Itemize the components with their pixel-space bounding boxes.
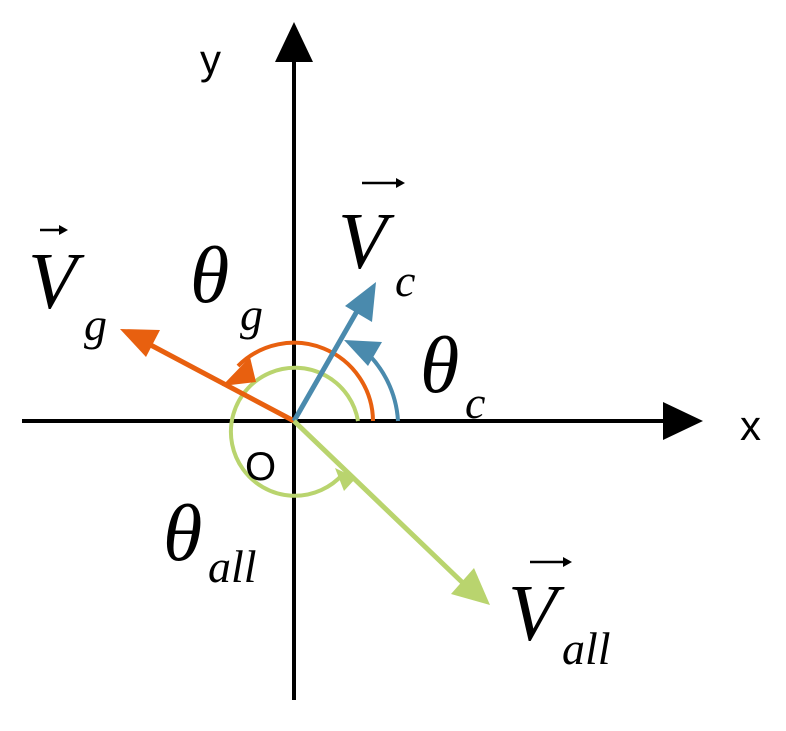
vector-all-subscript: all bbox=[562, 623, 611, 674]
y-axis-label: y bbox=[200, 36, 221, 83]
label-theta-g: θ g bbox=[190, 232, 263, 340]
vector-g-subscript: g bbox=[84, 299, 107, 350]
vector-all-overarrow-head bbox=[563, 557, 572, 567]
label-vector-all: V all bbox=[508, 557, 611, 674]
label-vector-c: V c bbox=[338, 178, 415, 306]
vector-c-subscript: c bbox=[395, 255, 415, 306]
theta-g-subscript: g bbox=[240, 289, 263, 340]
vector-g-arrowhead bbox=[120, 329, 160, 357]
angle-arcs bbox=[222, 340, 400, 498]
theta-c-subscript: c bbox=[465, 377, 485, 428]
axes bbox=[22, 22, 703, 700]
x-axis-label: x bbox=[740, 402, 761, 449]
theta-g-arc bbox=[236, 340, 375, 422]
theta-g-symbol: θ bbox=[190, 232, 229, 320]
theta-all-arc bbox=[228, 365, 360, 498]
vector-all-symbol: V bbox=[508, 570, 565, 658]
vector-g-symbol: V bbox=[28, 238, 85, 326]
vector-c-line bbox=[291, 304, 363, 423]
vector-g-line bbox=[143, 339, 296, 424]
vector-all-line bbox=[292, 419, 467, 587]
label-vector-g: V g bbox=[28, 225, 107, 350]
vectors bbox=[120, 282, 490, 605]
y-axis-arrowhead bbox=[275, 22, 313, 62]
vector-c-arrowhead bbox=[345, 282, 376, 322]
label-theta-all: θ all bbox=[163, 490, 257, 592]
theta-all-symbol: θ bbox=[163, 490, 202, 578]
theta-g-arrowhead bbox=[222, 357, 256, 386]
vector-c-symbol: V bbox=[338, 198, 395, 286]
vector-all-arrowhead bbox=[451, 568, 490, 605]
vector-g-overarrow-head bbox=[59, 225, 68, 235]
theta-c-symbol: θ bbox=[420, 322, 459, 410]
theta-c-arrowhead bbox=[344, 340, 382, 366]
theta-all-subscript: all bbox=[208, 541, 257, 592]
label-theta-c: θ c bbox=[420, 322, 485, 428]
origin-label: O bbox=[245, 445, 276, 489]
theta-all-arrowhead bbox=[335, 468, 356, 491]
vector-c-overarrow-head bbox=[396, 178, 405, 188]
x-axis-arrowhead bbox=[663, 402, 703, 440]
